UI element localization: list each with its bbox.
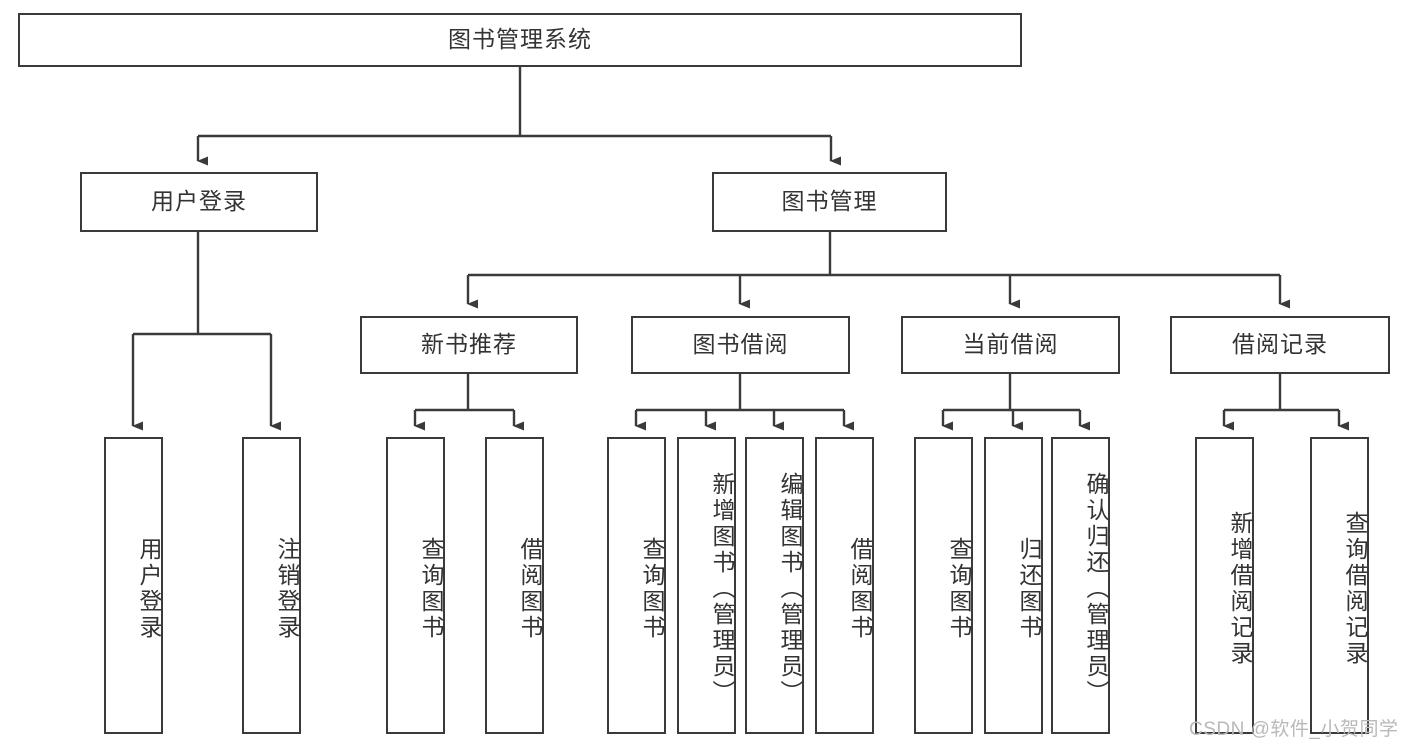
- leaf-borrow-book-recommend[interactable]: 借阅图书: [485, 437, 544, 734]
- node-label: 编辑图书（管理员）: [777, 471, 803, 706]
- leaf-logout[interactable]: 注销登录: [242, 437, 301, 734]
- node-new-book-recommend[interactable]: 新书推荐: [360, 316, 578, 374]
- node-current-borrow[interactable]: 当前借阅: [901, 316, 1120, 374]
- node-label: 借阅图书: [847, 536, 873, 641]
- node-label: 确认归还（管理员）: [1083, 471, 1109, 706]
- node-label: 新书推荐: [421, 331, 517, 358]
- node-user-login[interactable]: 用户登录: [80, 172, 318, 232]
- node-label: 查询图书: [418, 536, 444, 641]
- node-label: 新增借阅记录: [1227, 510, 1253, 667]
- leaf-edit-book-admin[interactable]: 编辑图书（管理员）: [745, 437, 804, 734]
- watermark-text: CSDN @软件_小贺同学: [1189, 719, 1399, 740]
- leaf-query-book-current[interactable]: 查询图书: [914, 437, 973, 734]
- leaf-borrow-book[interactable]: 借阅图书: [815, 437, 874, 734]
- node-label: 用户登录: [151, 188, 247, 215]
- node-label: 归还图书: [1016, 536, 1042, 641]
- node-book-management[interactable]: 图书管理: [712, 172, 947, 232]
- node-label: 图书管理: [781, 188, 878, 215]
- node-label: 借阅图书: [517, 536, 543, 641]
- leaf-query-borrow-record[interactable]: 查询借阅记录: [1310, 437, 1369, 734]
- leaf-query-book-recommend[interactable]: 查询图书: [386, 437, 445, 734]
- node-borrow-record[interactable]: 借阅记录: [1170, 316, 1390, 374]
- leaf-add-borrow-record[interactable]: 新增借阅记录: [1195, 437, 1254, 734]
- node-label: 查询图书: [639, 536, 665, 641]
- node-label: 查询借阅记录: [1342, 510, 1368, 667]
- node-label: 新增图书（管理员）: [709, 471, 735, 706]
- node-label: 用户登录: [136, 536, 162, 641]
- node-label: 当前借阅: [962, 331, 1059, 358]
- node-label: 注销登录: [274, 536, 300, 641]
- leaf-return-book[interactable]: 归还图书: [984, 437, 1043, 734]
- node-label: 借阅记录: [1232, 331, 1328, 358]
- node-label: 查询图书: [946, 536, 972, 641]
- leaf-user-login[interactable]: 用户登录: [104, 437, 163, 734]
- node-label: 图书借阅: [692, 331, 789, 358]
- leaf-confirm-return-admin[interactable]: 确认归还（管理员）: [1051, 437, 1110, 734]
- node-label: 图书管理系统: [448, 26, 592, 53]
- node-root-system[interactable]: 图书管理系统: [18, 13, 1022, 67]
- leaf-add-book-admin[interactable]: 新增图书（管理员）: [677, 437, 736, 734]
- leaf-query-book-borrow[interactable]: 查询图书: [607, 437, 666, 734]
- node-book-borrow[interactable]: 图书借阅: [631, 316, 850, 374]
